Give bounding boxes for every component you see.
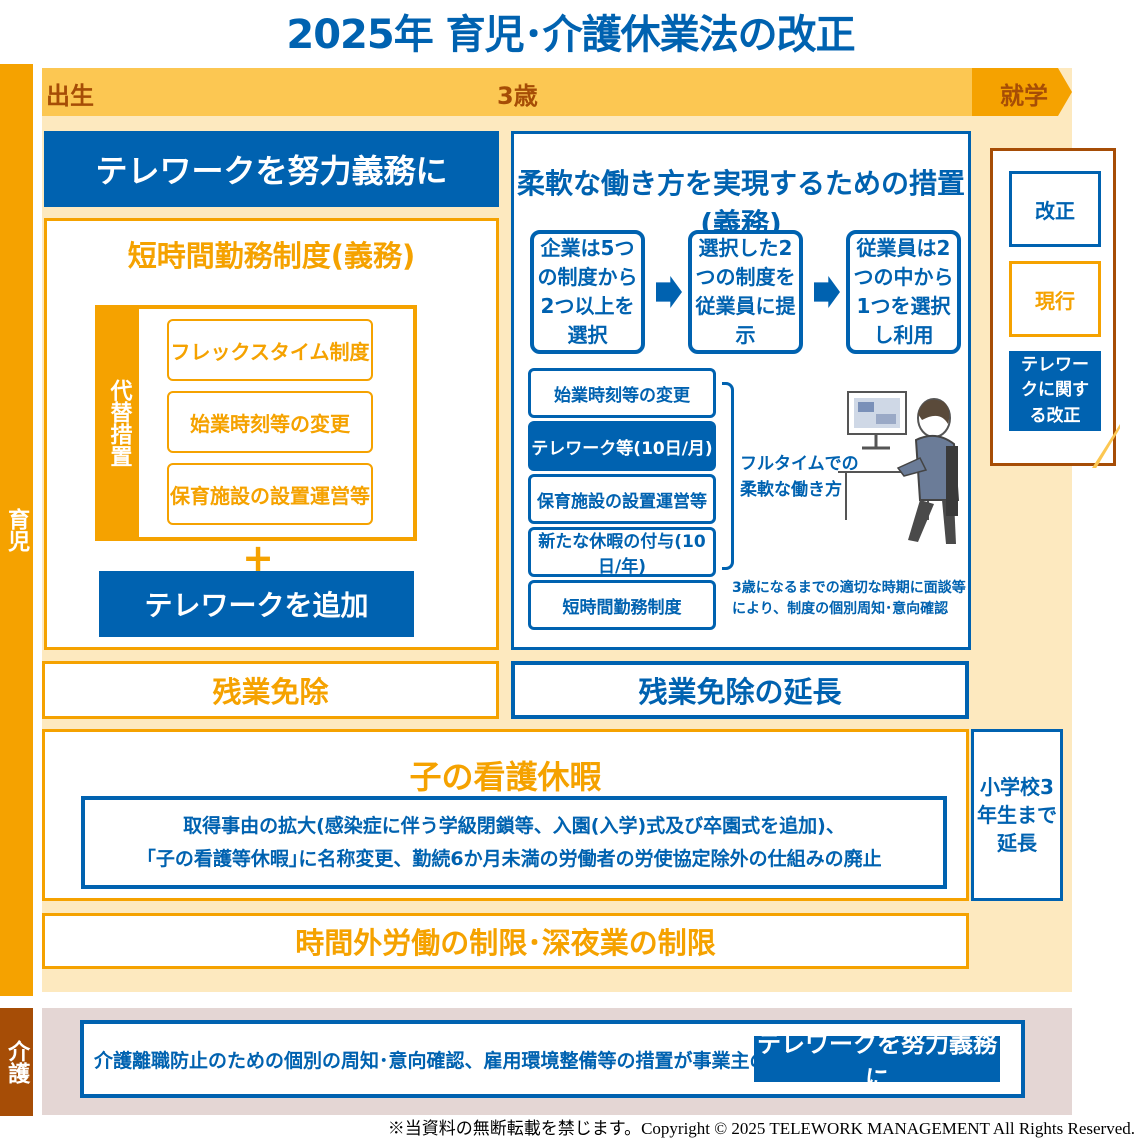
nursing-care-text: 介護離職防止のための個別の周知･意向確認、雇用環境整備等の措置が事業主の義務	[94, 1049, 807, 1072]
ikuji-label: 育児	[4, 508, 30, 552]
flexible-work-title: 柔軟な働き方を実現するための措置(義務)	[516, 167, 965, 240]
arrow-right-icon	[814, 276, 840, 308]
telework-effort-banner: テレワークを努力義務に	[44, 131, 499, 207]
step-present: 選択した2つの制度を従業員に提示	[688, 230, 803, 354]
interview-note: 3歳になるまでの適切な時期に面談等により、制度の個別周知･意向確認	[732, 580, 966, 617]
overtime-exemption-extension: 残業免除の延長	[511, 661, 969, 719]
elementary-ext-text: 小学校3年生まで延長	[977, 775, 1057, 855]
alternative-measures-label: 代替措置	[99, 309, 139, 537]
child-leave-line-1: 取得事由の拡大(感染症に伴う学級閉鎖等、入園(入学)式及び卒園式を追加)、	[183, 815, 845, 838]
option-nursery: 保育施設の設置運営等	[528, 474, 716, 524]
age-timeline: 出生 3歳 就学	[42, 68, 1072, 116]
timeline-arrow	[972, 68, 1072, 116]
option-short-time: 短時間勤務制度	[528, 580, 716, 630]
worker-at-computer-icon	[838, 391, 960, 544]
arrow-right-icon	[656, 276, 682, 308]
nursing-care-box: 介護離職防止のための個別の周知･意向確認、雇用環境整備等の措置が事業主の義務 テ…	[80, 1020, 1025, 1098]
legend-panel: 改正 現行 テレワークに関する改正	[990, 148, 1116, 466]
child-nursing-leave-box: 子の看護休暇 取得事由の拡大(感染症に伴う学級閉鎖等、入園(入学)式及び卒園式を…	[42, 729, 969, 901]
option-telework: テレワーク等(10日/月)	[528, 421, 716, 471]
legend-telework-revision: テレワークに関する改正	[1009, 351, 1101, 431]
alternative-measures-frame: 代替措置 フレックスタイム制度 始業時刻等の変更 保育施設の設置運営等	[95, 305, 417, 541]
short-time-work-box: 短時間勤務制度(義務) 代替措置 フレックスタイム制度 始業時刻等の変更 保育施…	[44, 218, 499, 650]
overtime-exemption-current: 残業免除	[42, 661, 499, 719]
add-telework-banner: テレワークを追加	[99, 571, 414, 637]
flexible-work-box: 柔軟な働き方を実現するための措置(義務) 企業は5つの制度から2つ以上を選択 選…	[511, 131, 971, 650]
legend-current: 現行	[1009, 261, 1101, 337]
nursing-telework-banner: テレワークを努力義務に	[754, 1030, 1000, 1093]
timeline-age3: 3歳	[497, 82, 538, 110]
timeline-bar	[42, 68, 972, 116]
short-time-title: 短時間勤務制度(義務)	[127, 239, 416, 273]
fulltime-note: フルタイムでの柔軟な働き方	[740, 454, 859, 500]
kaigo-side-label: 介護	[0, 1008, 33, 1116]
child-leave-line-2: ｢子の看護等休暇｣に名称変更、勤続6か月未満の労働者の労使協定除外の仕組みの廃止	[146, 847, 882, 870]
option-new-leave: 新たな休暇の付与(10日/年)	[528, 527, 716, 577]
copyright-footer: ※当資料の無断転載を禁じます。Copyright © 2025 TELEWORK…	[387, 1119, 1135, 1138]
options-bracket	[722, 382, 734, 570]
timeline-birth: 出生	[46, 82, 94, 110]
legend-telework-text: テレワークに関する改正	[1021, 354, 1089, 426]
alt-label-text: 代替措置	[106, 379, 132, 467]
alt-item-flextime: フレックスタイム制度	[167, 319, 373, 381]
child-nursing-leave-details: 取得事由の拡大(感染症に伴う学級閉鎖等、入園(入学)式及び卒園式を追加)、 ｢子…	[81, 796, 947, 889]
timeline-school: 就学	[1000, 82, 1048, 110]
page-title: 2025年 育児･介護休業法の改正	[286, 12, 855, 58]
overtime-limit-box: 時間外労働の制限･深夜業の制限	[42, 913, 969, 969]
kaigo-label: 介護	[4, 1040, 30, 1084]
alt-item-nursery: 保育施設の設置運営等	[167, 463, 373, 525]
option-start-time: 始業時刻等の変更	[528, 368, 716, 418]
child-nursing-leave-title: 子の看護休暇	[409, 758, 602, 796]
step-select-two: 企業は5つの制度から2つ以上を選択	[530, 230, 645, 354]
plus-icon: +	[242, 536, 274, 580]
ikuji-side-label: 育児	[0, 64, 33, 996]
alt-item-start-time: 始業時刻等の変更	[167, 391, 373, 453]
elementary-school-extension: 小学校3年生まで延長	[971, 729, 1063, 901]
legend-revised: 改正	[1009, 171, 1101, 247]
step-employee-choose: 従業員は2つの中から1つを選択し利用	[846, 230, 961, 354]
